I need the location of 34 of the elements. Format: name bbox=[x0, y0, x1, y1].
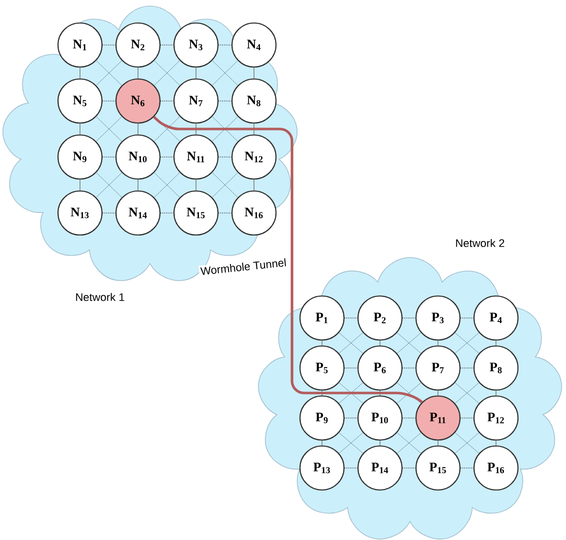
grid-link bbox=[102, 156, 116, 158]
tunnel-curve bbox=[153, 116, 423, 404]
crossing-links bbox=[396, 332, 422, 354]
crossing-links bbox=[96, 116, 122, 142]
grid-link bbox=[160, 212, 174, 214]
grid-link bbox=[218, 44, 232, 46]
crossing-links bbox=[338, 432, 364, 454]
crossing-links bbox=[96, 172, 122, 198]
grid-link bbox=[102, 44, 116, 46]
grid-link bbox=[218, 100, 232, 102]
crossing-links bbox=[212, 172, 238, 198]
crossing-links bbox=[454, 332, 480, 354]
crossing-links bbox=[212, 60, 238, 86]
grid-link bbox=[102, 100, 116, 102]
network-label: Network 2 bbox=[456, 238, 504, 248]
grid-link bbox=[102, 212, 116, 214]
grid-link bbox=[160, 156, 174, 158]
crossing-links bbox=[396, 432, 422, 454]
crossing-links bbox=[338, 382, 364, 404]
crossing-links bbox=[96, 60, 122, 86]
grid-link bbox=[160, 100, 174, 102]
crossing-links bbox=[154, 172, 180, 198]
crossing-links bbox=[396, 382, 422, 404]
crossing-links bbox=[338, 332, 364, 354]
crossing-links bbox=[454, 382, 480, 404]
crossing-links bbox=[212, 116, 238, 142]
crossing-links bbox=[154, 116, 180, 142]
grid-link bbox=[218, 156, 232, 158]
grid-link bbox=[160, 44, 174, 46]
network-label: Network 1 bbox=[76, 292, 124, 302]
crossing-links bbox=[454, 432, 480, 454]
crossing-links bbox=[154, 60, 180, 86]
grid-link bbox=[218, 212, 232, 214]
edge-label: Wormhole Tunnel bbox=[198, 256, 288, 277]
